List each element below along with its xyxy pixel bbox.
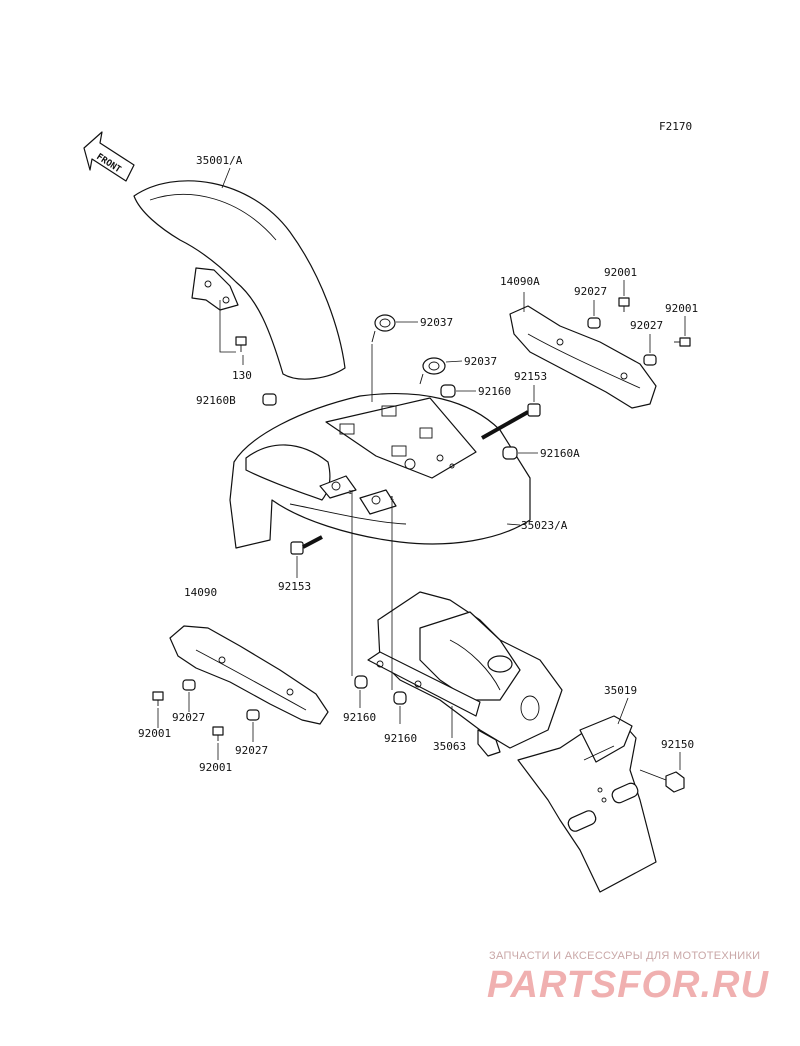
callout-92001-left-lower: 92001 [199,761,232,774]
callout-92160-mid-left: 92160 [343,711,376,724]
svg-text:ı: ı [348,488,352,496]
callout-92001-right-far: 92001 [665,302,698,315]
rear-fender [229,393,531,549]
bolt-92153-left [290,535,323,555]
bolt-130 [219,300,247,353]
callout-92037-lower: 92037 [464,355,497,368]
callout-front-fender: 35001/A [196,154,243,167]
svg-text:ı: ı [390,494,394,502]
grommet-92160-top [440,384,456,398]
side-cover-14090a [509,305,657,409]
callout-130: 130 [232,369,252,382]
callout-92027-right-upper: 92027 [574,285,607,298]
watermark-brand-logo: PARTSFOR.RU [487,964,769,1006]
callout-14090a: 14090A [500,275,540,288]
front-arrow-icon: FRONT [83,131,135,182]
callout-92150: 92150 [661,738,694,751]
fender-bracket-35063 [367,591,563,757]
watermark-tagline: ЗАПЧАСТИ И АКСЕССУАРЫ ДЛЯ МОТОТЕХНИКИ [489,950,761,962]
washer-92027-left-upper [182,679,196,691]
bolt-92150 [639,769,685,793]
washer-92027-right-lower [643,354,657,366]
callout-92160-mid-right: 92160 [384,732,417,745]
clamp-92037-upper [371,314,396,343]
callout-92037-upper: 92037 [420,316,453,329]
bolt-92153-right [481,403,541,440]
callout-92160a: 92160A [540,447,580,460]
front-fender [133,180,346,380]
screw-92001-right-upper [618,297,630,312]
callout-35063: 35063 [433,740,466,753]
clamp-92037-lower [419,357,446,385]
rear-flap-35019 [517,715,657,893]
grommet-92160-mid-right [393,691,407,705]
callout-92027-left-upper: 92027 [172,711,205,724]
callout-14090: 14090 [184,586,217,599]
callout-92027-left-lower: 92027 [235,744,268,757]
grommet-92160b [262,393,277,406]
side-cover-14090 [169,625,329,725]
callout-92153-right: 92153 [514,370,547,383]
callout-92027-right-lower: 92027 [630,319,663,332]
washer-92027-right-upper [587,317,601,329]
figure-code: F2170 [659,120,692,133]
callout-92160b: 92160B [196,394,236,407]
washer-92027-left-lower [246,709,260,721]
callout-92001-left-upper: 92001 [138,727,171,740]
callout-92153-left: 92153 [278,580,311,593]
grommet-92160a [502,446,518,460]
callout-35023a: 35023/A [521,519,568,532]
screw-92001-right-far [674,337,691,347]
callout-92001-right-upper: 92001 [604,266,637,279]
screw-92001-left-lower [212,726,224,741]
callout-35019: 35019 [604,684,637,697]
callout-92160-top: 92160 [478,385,511,398]
screw-92001-left-upper [152,691,164,706]
grommet-92160-mid-left [354,675,368,689]
